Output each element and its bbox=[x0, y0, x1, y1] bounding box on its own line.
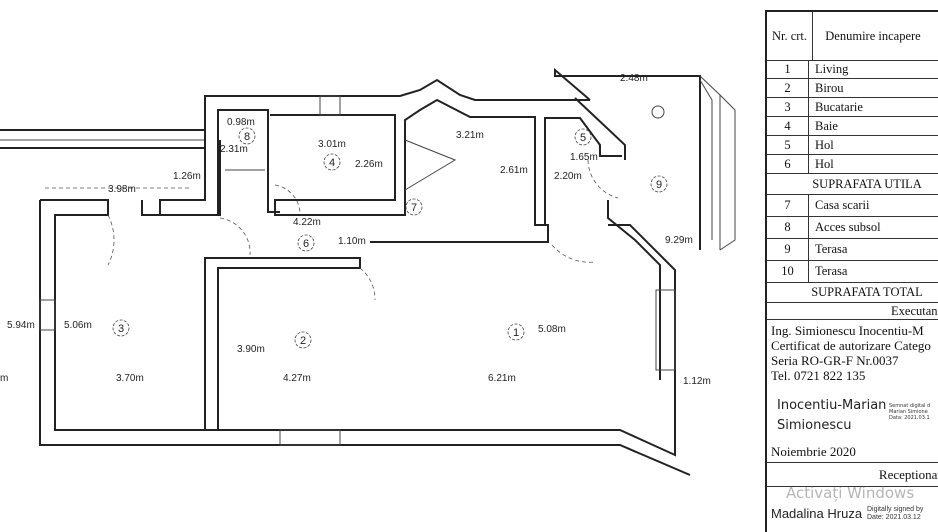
dim-label: 3.21m bbox=[456, 130, 484, 141]
dim-label: 4.27m bbox=[283, 373, 311, 384]
subtotal-util-label: SUPRAFATA UTILA bbox=[812, 176, 922, 191]
dim-label: 1.26m bbox=[173, 171, 201, 182]
row-nr: 7 bbox=[767, 195, 809, 216]
table-row: 4 Baie bbox=[767, 117, 938, 136]
receptionat-note-line: Digitally signed by bbox=[867, 506, 924, 513]
dim-label: 5.06m bbox=[64, 320, 92, 331]
dim-label: 5.94m bbox=[7, 320, 35, 331]
row-nr: 4 bbox=[767, 117, 809, 135]
subtotal-util-row: SUPRAFATA UTILA bbox=[767, 174, 938, 195]
row-nr: 9 bbox=[767, 239, 809, 260]
row-nr: 10 bbox=[767, 261, 809, 282]
walls bbox=[0, 67, 736, 476]
room-2-label: 2 bbox=[300, 335, 306, 347]
total-label: SUPRAFATA TOTAL bbox=[811, 285, 923, 299]
row-name: Casa scarii bbox=[815, 198, 870, 212]
row-name: Acces subsol bbox=[815, 220, 881, 234]
table-row: 7 Casa scarii bbox=[767, 195, 938, 217]
executant-line: Ing. Simionescu Inocentiu-M bbox=[771, 323, 924, 338]
dim-label: 3.70m bbox=[116, 373, 144, 384]
row-name: Hol bbox=[815, 137, 834, 152]
row-nr: 3 bbox=[767, 98, 809, 116]
executant-line: Tel. 0721 822 135 bbox=[771, 368, 866, 383]
room-7-label: 7 bbox=[411, 202, 417, 214]
row-name: Terasa bbox=[815, 264, 848, 278]
row-name: Hol bbox=[815, 156, 834, 171]
table-row: 3 Bucatarie bbox=[767, 98, 938, 117]
dim-label: m bbox=[0, 373, 8, 384]
executant-row: Executant bbox=[767, 303, 938, 320]
signature-note: Semnat digital d Marian Simione Data: 20… bbox=[889, 403, 930, 421]
room-1-label: 1 bbox=[513, 327, 519, 339]
dim-label: 2.20m bbox=[554, 171, 582, 182]
table-row: 2 Birou bbox=[767, 79, 938, 98]
executant-line: Certificat de autorizare Catego bbox=[771, 338, 931, 353]
signature-note-line: Data: 2021.03.1 bbox=[889, 415, 930, 421]
table-header: Nr. crt. Denumire incapere bbox=[767, 12, 938, 61]
row-name: Living bbox=[815, 61, 849, 76]
dimension-labels: 0.98m 3.01m 2.26m 2.31m 1.26m 3.98m 4.22… bbox=[0, 73, 711, 387]
dim-label: 3.98m bbox=[108, 184, 136, 195]
signature-note-line: Semnat digital d bbox=[889, 403, 931, 409]
table-row: 1 Living bbox=[767, 60, 938, 79]
receptionat-note-line: Date: 2021.03.12 bbox=[867, 514, 921, 521]
receptionat-signature: Madalina Hruza bbox=[771, 506, 863, 521]
dim-label: 2.31m bbox=[220, 144, 248, 155]
row-name: Baie bbox=[815, 118, 838, 133]
row-name: Bucatarie bbox=[815, 99, 863, 114]
dim-label: 0.98m bbox=[227, 117, 255, 128]
row-name: Birou bbox=[815, 80, 844, 95]
room-legend-table: Nr. crt. Denumire incapere 1 Living 2 Biro… bbox=[765, 10, 938, 532]
dim-label: 1.12m bbox=[683, 376, 711, 387]
room-labels: 1 2 3 4 5 6 7 8 9 bbox=[112, 127, 668, 349]
header-nr: Nr. crt. bbox=[767, 12, 813, 60]
row-nr: 8 bbox=[767, 217, 809, 238]
row-name: Terasa bbox=[815, 242, 848, 256]
total-row: SUPRAFATA TOTAL bbox=[767, 283, 938, 303]
activate-windows-watermark: Activați Windows bbox=[786, 484, 915, 502]
row-nr: 2 bbox=[767, 79, 809, 97]
room-8-label: 8 bbox=[244, 131, 250, 143]
room-6-label: 6 bbox=[303, 238, 309, 250]
dim-label: 4.22m bbox=[293, 217, 321, 228]
row-nr: 5 bbox=[767, 136, 809, 154]
room-9-label: 9 bbox=[656, 179, 662, 191]
date-row: Noiembrie 2020 bbox=[767, 442, 938, 463]
table-row: 8 Acces subsol bbox=[767, 217, 938, 239]
receptionat-note: Digitally signed by Date: 2021.03.12 bbox=[867, 506, 923, 522]
dim-label: 1.10m bbox=[338, 236, 366, 247]
receptionat-label: Receptionat bbox=[878, 467, 938, 482]
table-row: 10 Terasa bbox=[767, 261, 938, 283]
signature-note-line: Marian Simione bbox=[889, 409, 928, 415]
signature-name: Simionescu bbox=[777, 418, 852, 433]
dim-label: 9.29m bbox=[665, 235, 693, 246]
dim-label: 3.01m bbox=[318, 139, 346, 150]
row-nr: 1 bbox=[767, 60, 809, 78]
room-5-label: 5 bbox=[580, 132, 586, 144]
floor-plan: 1 2 3 4 5 6 7 8 9 0.98m 3.01m 2.26m 2.31… bbox=[0, 67, 736, 476]
table-row: 9 Terasa bbox=[767, 239, 938, 261]
dim-label: 3.90m bbox=[237, 344, 265, 355]
row-nr: 6 bbox=[767, 155, 809, 173]
dim-label: 6.21m bbox=[488, 373, 516, 384]
room-4-label: 4 bbox=[329, 157, 335, 169]
table-row: 5 Hol bbox=[767, 136, 938, 155]
executant-line: Seria RO-GR-F Nr.0037 bbox=[771, 353, 899, 368]
receptionat-row: Receptionat bbox=[767, 464, 938, 487]
dim-label: 1.65m bbox=[570, 152, 598, 163]
table-row: 6 Hol bbox=[767, 155, 938, 174]
header-name: Denumire incapere bbox=[825, 28, 921, 43]
dim-label: 2.48m bbox=[620, 73, 648, 84]
executant-label: Executant bbox=[891, 303, 938, 318]
dim-label: 2.61m bbox=[500, 165, 528, 176]
dim-label: 2.26m bbox=[355, 159, 383, 170]
executant-info: Ing. Simionescu Inocentiu-M Certificat d… bbox=[771, 323, 931, 383]
date-text: Noiembrie 2020 bbox=[771, 444, 856, 459]
executant-signature: Inocentiu-Marian Simionescu bbox=[777, 396, 886, 436]
dim-label: 5.08m bbox=[538, 324, 566, 335]
signature-name: Inocentiu-Marian bbox=[777, 398, 887, 413]
room-3-label: 3 bbox=[118, 323, 124, 335]
